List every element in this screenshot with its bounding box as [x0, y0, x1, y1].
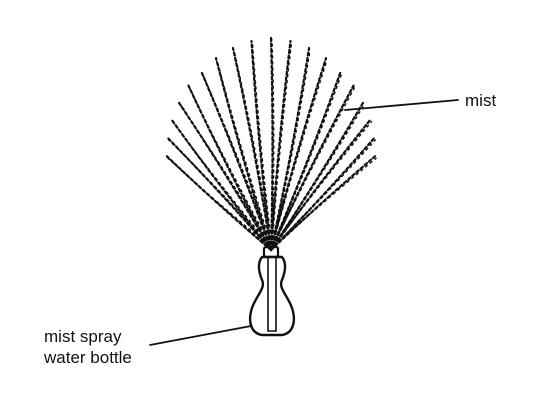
mist-spray-fan [165, 36, 377, 252]
mist-ray-texture [178, 103, 273, 249]
bottle-body [248, 255, 296, 337]
mist-ray [269, 101, 365, 252]
mist-ray-texture [271, 121, 373, 249]
bottle-leader-line [149, 325, 252, 346]
bottle-label-line-2: water bottle [43, 348, 132, 367]
mist-ray-texture [271, 86, 356, 249]
mist-ray-texture [168, 139, 273, 249]
mist-ray [269, 36, 274, 252]
spray-bottle [248, 245, 296, 337]
mist-ray-texture [271, 42, 293, 249]
mist-ray [177, 101, 273, 252]
mist-ray-texture [188, 86, 273, 249]
mist-ray-texture [271, 59, 328, 249]
mist-ray-texture [271, 139, 376, 249]
mist-label: mist [465, 91, 496, 110]
mist-ray-texture [271, 49, 311, 249]
mist-ray [250, 39, 273, 252]
bottle-label-line-1: mist spray [44, 327, 122, 346]
mist-ray [269, 155, 377, 252]
mist-ray [269, 69, 343, 252]
mist-ray [269, 46, 311, 252]
mist-ray-texture [216, 59, 273, 249]
mist-ray [269, 84, 355, 252]
mist-ray [269, 39, 292, 252]
mist-ray-texture [171, 121, 273, 249]
mist-leader-line [344, 99, 459, 111]
mist-ray-texture [233, 49, 273, 249]
